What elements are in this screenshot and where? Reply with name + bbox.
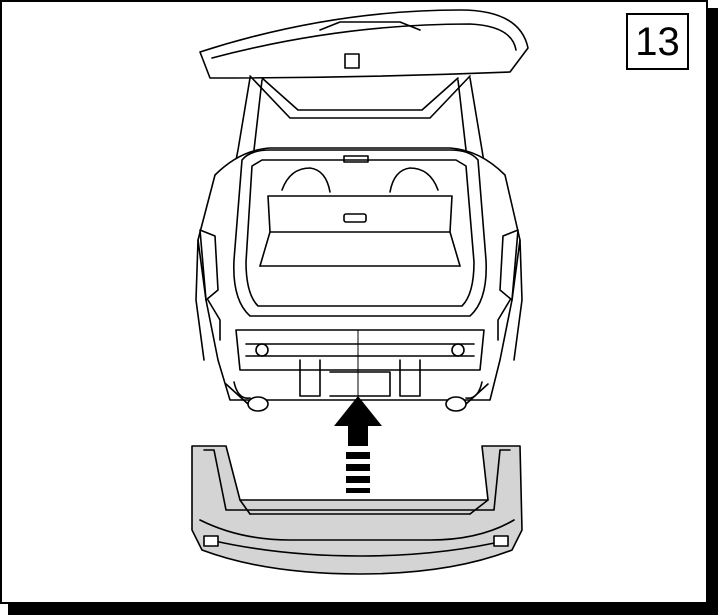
arrow-dash-2 [346, 464, 370, 471]
arrow-dash-4 [346, 488, 370, 493]
tailgate [199, 9, 529, 119]
rear-bumper-cover [191, 445, 523, 575]
step-number-box: 13 [626, 13, 689, 70]
arrow-dash-1 [346, 452, 370, 459]
cargo-opening [233, 149, 487, 317]
frame-shadow-right [708, 8, 718, 613]
up-arrow-icon [334, 396, 382, 493]
bumper-beam [225, 329, 489, 412]
frame-shadow-bottom [8, 604, 718, 615]
step-number: 13 [635, 19, 680, 64]
arrow-dash-3 [346, 476, 370, 483]
